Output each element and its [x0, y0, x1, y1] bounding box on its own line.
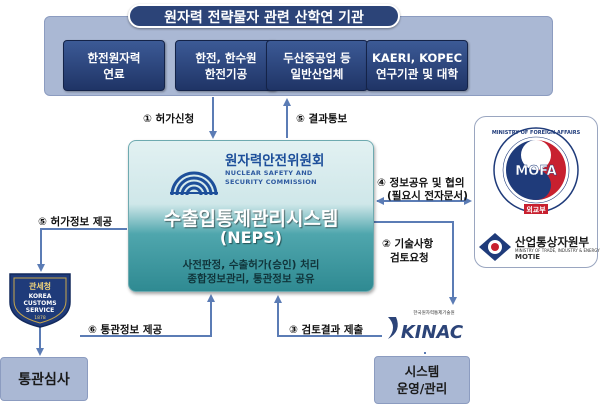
org-line1: 한전원자력	[87, 50, 141, 65]
neps-desc-line2: 종합정보관리, 통관정보 공유	[187, 273, 315, 285]
nssc-name: 원자력안전위원회	[225, 153, 325, 169]
arrow-permit-info	[37, 228, 127, 272]
customs-review-box: 통관심사	[0, 357, 88, 401]
label-review-submit: ③ 검토결과 제출	[289, 324, 364, 336]
neps-title: 수출입통제관리시스템	[163, 208, 339, 230]
kinac-logo: 한국원자력통제기술원 KINAC	[382, 305, 470, 351]
motie-abbr: MOTIE	[515, 253, 541, 261]
label-share-note: (필요시 전자문서)	[387, 190, 468, 202]
kinac-text: KINAC	[401, 322, 464, 343]
industry-group-title: 원자력 전략물자 관련 산학연 기관	[128, 4, 400, 28]
org-box-kepco-nf: 한전원자력 연료	[63, 40, 165, 91]
org-line2: 연료	[103, 66, 125, 81]
kinac-small: 한국원자력통제기술원	[413, 309, 454, 316]
org-line2: 일반산업체	[290, 66, 344, 81]
label-review-request: ② 기술사항	[382, 238, 434, 250]
label-result-notice: ⑤ 결과통보	[296, 113, 348, 125]
system-operation-box: 시스템 운영/관리	[374, 356, 470, 404]
customs-line3: SERVICE	[26, 307, 54, 314]
label-share: ④ 정보공유 및 협의	[377, 177, 465, 189]
system-operation-line1: 시스템	[404, 364, 440, 379]
mofa-abbr: MOFA	[515, 164, 556, 179]
org-line2: 연구기관 및 대학	[375, 66, 459, 81]
motie-emblem-icon	[479, 233, 511, 261]
org-line1: 두산중공업 등	[283, 50, 351, 65]
mofa-ring-text: MINISTRY OF FOREIGN AFFAIRS	[492, 130, 581, 136]
nssc-logo-icon	[170, 171, 218, 196]
label-permit-info: ⑤ 허가정보 제공	[38, 216, 113, 228]
mofa-emblem-icon: MOFA MINISTRY OF FOREIGN AFFAIRS 외교부	[492, 127, 581, 214]
motie-name: 산업통상자원부	[515, 235, 590, 249]
org-box-kepco-khnp: 한전, 한수원 한전기공	[175, 40, 277, 91]
neps-desc-line1: 사전판정, 수출허가(승인) 처리	[182, 259, 320, 271]
customs-badge-icon: 관세청 KOREA CUSTOMS SERVICE 1878	[9, 273, 71, 328]
label-review-request-2: 검토요청	[390, 252, 429, 264]
org-line2: 한전기공	[204, 66, 248, 81]
nssc-en-line2: SECURITY COMMISSION	[225, 178, 317, 186]
mofa-ko: 외교부	[526, 205, 546, 214]
customs-line2: CUSTOMS	[23, 300, 56, 307]
system-operation-line2: 운영/관리	[396, 381, 448, 396]
arrow-customs-info	[80, 294, 215, 337]
org-line1: 한전, 한수원	[195, 50, 257, 65]
org-box-kaeri: KAERI, KOPEC 연구기관 및 대학	[366, 40, 468, 91]
arrow-review-request	[374, 221, 457, 305]
motie-name-en: MINISTRY OF TRADE, INDUSTRY & ENERGY	[515, 248, 600, 253]
nssc-name-en: NUCLEAR SAFETY AND SECURITY COMMISSION	[225, 169, 317, 187]
label-apply: ① 허가신청	[143, 113, 195, 125]
customs-line1: KOREA	[29, 293, 52, 300]
org-line1: KAERI, KOPEC	[371, 50, 463, 65]
label-customs-info: ⑥ 통관정보 제공	[88, 324, 163, 336]
neps-subtitle: (NEPS)	[219, 228, 283, 247]
customs-year: 1878	[34, 315, 46, 321]
nssc-en-line1: NUCLEAR SAFETY AND	[225, 169, 313, 177]
customs-name-ko: 관세청	[29, 281, 51, 291]
kinac-logo-icon: 한국원자력통제기술원 KINAC	[388, 309, 464, 343]
org-box-doosan: 두산중공업 등 일반산업체	[266, 40, 368, 91]
neps-description: 사전판정, 수출허가(승인) 처리 종합정보관리, 통관정보 공유	[128, 258, 374, 286]
arrow-review-submit	[274, 295, 382, 337]
neps-system-box	[128, 140, 374, 292]
